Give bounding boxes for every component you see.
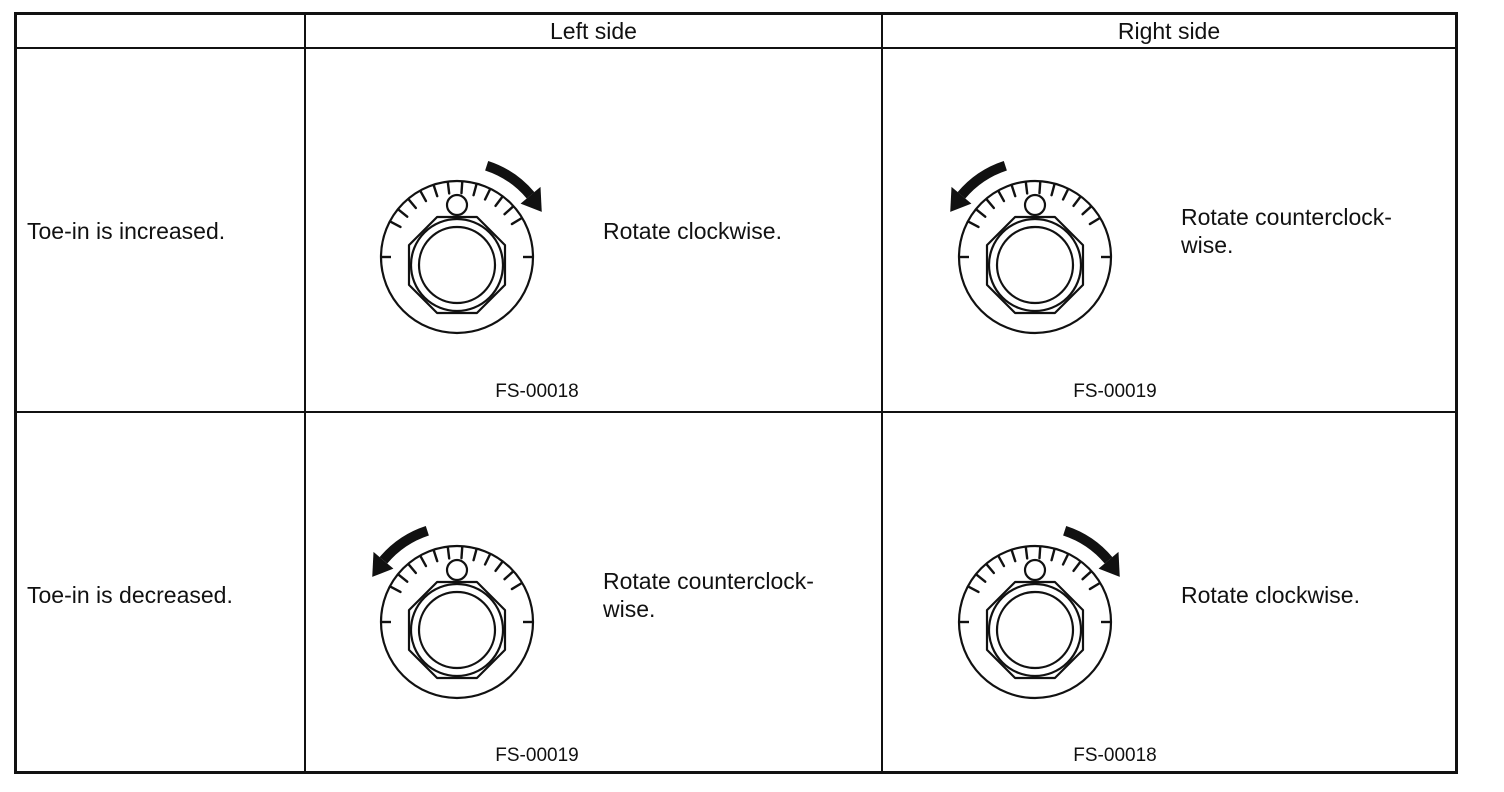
header-divider bbox=[17, 47, 1455, 49]
column-divider-1 bbox=[304, 15, 306, 771]
figure-code: FS-00019 bbox=[495, 745, 579, 766]
header-left-side: Left side bbox=[550, 18, 637, 44]
header-corner bbox=[17, 15, 304, 47]
header-right-side: Right side bbox=[1117, 18, 1221, 44]
row-divider bbox=[17, 411, 1455, 413]
dial-counterclockwise-icon bbox=[372, 525, 535, 700]
row-label-decreased: Toe-in is decreased. bbox=[27, 582, 233, 608]
column-divider-2 bbox=[881, 15, 883, 771]
instruction-text: Rotate counterclock-wise. bbox=[603, 568, 814, 622]
instruction-text: Rotate counterclock-wise. bbox=[1181, 204, 1392, 258]
instruction-text: Rotate clockwise. bbox=[1181, 582, 1360, 608]
dial-clockwise-icon bbox=[379, 160, 542, 335]
dial-counterclockwise-icon bbox=[950, 160, 1113, 335]
dial-clockwise-icon bbox=[957, 525, 1120, 700]
row-label-increased: Toe-in is increased. bbox=[27, 218, 226, 244]
figure-code: FS-00018 bbox=[1073, 745, 1157, 766]
instruction-text: Rotate clockwise. bbox=[603, 218, 782, 244]
toe-adjustment-table: Left side Right side Toe-in is increased… bbox=[14, 12, 1458, 774]
figure-code: FS-00019 bbox=[1073, 381, 1157, 402]
figure-code: FS-00018 bbox=[495, 381, 579, 402]
